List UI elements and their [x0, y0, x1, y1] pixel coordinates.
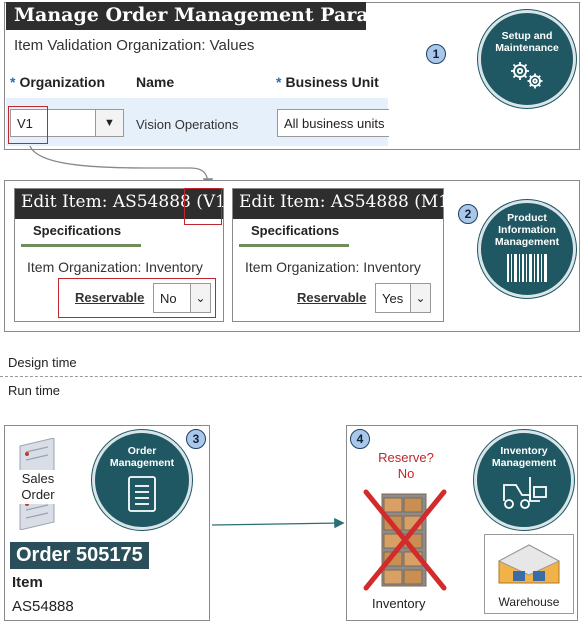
inventory-management-circle: Inventory Management — [474, 430, 574, 530]
divider — [0, 376, 582, 377]
edit-item-title-m1: Edit Item: AS54888 (M1) — [233, 189, 456, 219]
reserve-question: Reserve? No — [376, 450, 436, 482]
reservable-label: Reservable — [297, 290, 367, 305]
order-number-banner: Order 505175 — [10, 542, 149, 569]
tab-underline — [21, 244, 141, 247]
organization-value: V1 — [17, 116, 33, 131]
barcode-icon — [507, 254, 547, 282]
required-marker: * — [10, 74, 16, 90]
highlight-reservable — [58, 278, 216, 318]
edit-item-v1: Edit Item: AS54888 (V1) Specifications I… — [14, 188, 233, 322]
warehouse-icon — [497, 544, 561, 584]
reservable-value: Yes — [382, 291, 404, 306]
order-management-label: Order Management — [109, 445, 175, 469]
reserve-question-text: Reserve? — [378, 450, 434, 465]
highlight-organization — [8, 106, 48, 144]
column-header-name: Name — [136, 74, 175, 90]
inventory-management-label: Inventory Management — [491, 445, 557, 469]
link-arrow — [29, 145, 214, 189]
column-header-business-unit: *Business Unit — [276, 74, 379, 90]
business-unit-select[interactable]: All business units — [277, 109, 389, 137]
edit-item-title-v1: Edit Item: AS54888 (V1) — [15, 189, 233, 219]
reservable-value: No — [160, 291, 177, 306]
reserve-answer-text: No — [397, 466, 415, 481]
page-title: Manage Order Management Parameters — [6, 2, 442, 30]
item-organization: Item Organization: Inventory — [245, 259, 421, 275]
step-1-badge: 1 — [426, 44, 446, 64]
tab-underline — [239, 244, 349, 247]
chevron-down-icon[interactable]: ⌄ — [410, 284, 430, 312]
edit-item-m1: Edit Item: AS54888 (M1) Specifications I… — [232, 188, 456, 322]
item-label: Item — [12, 574, 43, 591]
pim-label: Product Information Management — [494, 212, 560, 248]
document-label-order: Order — [21, 487, 55, 502]
setup-maintenance-label: Setup and Maintenance — [495, 30, 559, 54]
sales-order-document-icon: Sales Order — [14, 437, 60, 531]
step-3-badge: 3 — [186, 429, 206, 449]
tab-specifications[interactable]: Specifications — [251, 223, 340, 238]
column-header-organization: *Organization — [10, 74, 106, 90]
inventory-boxes-icon — [360, 488, 450, 592]
organization-select[interactable]: V1 ▼ — [10, 109, 124, 137]
item-value: AS54888 — [12, 598, 74, 615]
order-management-circle: Order Management — [92, 430, 192, 530]
inventory-label: Inventory — [372, 596, 426, 611]
document-label-sales: Sales — [21, 471, 55, 486]
warehouse-card: Warehouse — [484, 534, 574, 614]
setup-maintenance-circle: Setup and Maintenance — [478, 10, 576, 108]
item-organization: Item Organization: Inventory — [27, 259, 203, 275]
reservable-select[interactable]: No ⌄ — [153, 283, 211, 313]
reservable-label: Reservable — [75, 290, 145, 305]
flow-arrow — [211, 517, 345, 529]
business-unit-value: All business units — [284, 116, 385, 131]
tab-specifications[interactable]: Specifications — [33, 223, 122, 238]
cross-out-icon — [363, 489, 447, 591]
reservable-select[interactable]: Yes ⌄ — [375, 283, 431, 313]
document-list-icon — [128, 476, 156, 512]
table-subtitle: Item Validation Organization: Values — [14, 37, 255, 54]
step-2-badge: 2 — [458, 204, 478, 224]
chevron-down-icon[interactable]: ⌄ — [190, 284, 210, 312]
step-4-badge: 4 — [350, 429, 370, 449]
gears-icon — [511, 62, 543, 89]
run-time-label: Run time — [8, 383, 61, 398]
design-time-label: Design time — [8, 355, 77, 370]
chevron-down-icon[interactable]: ▼ — [95, 110, 123, 136]
organization-name: Vision Operations — [136, 117, 239, 132]
pim-circle: Product Information Management — [478, 200, 576, 298]
required-marker: * — [276, 74, 282, 90]
warehouse-label: Warehouse — [498, 595, 560, 609]
forklift-icon — [503, 477, 547, 509]
highlight-title-org — [184, 188, 222, 225]
